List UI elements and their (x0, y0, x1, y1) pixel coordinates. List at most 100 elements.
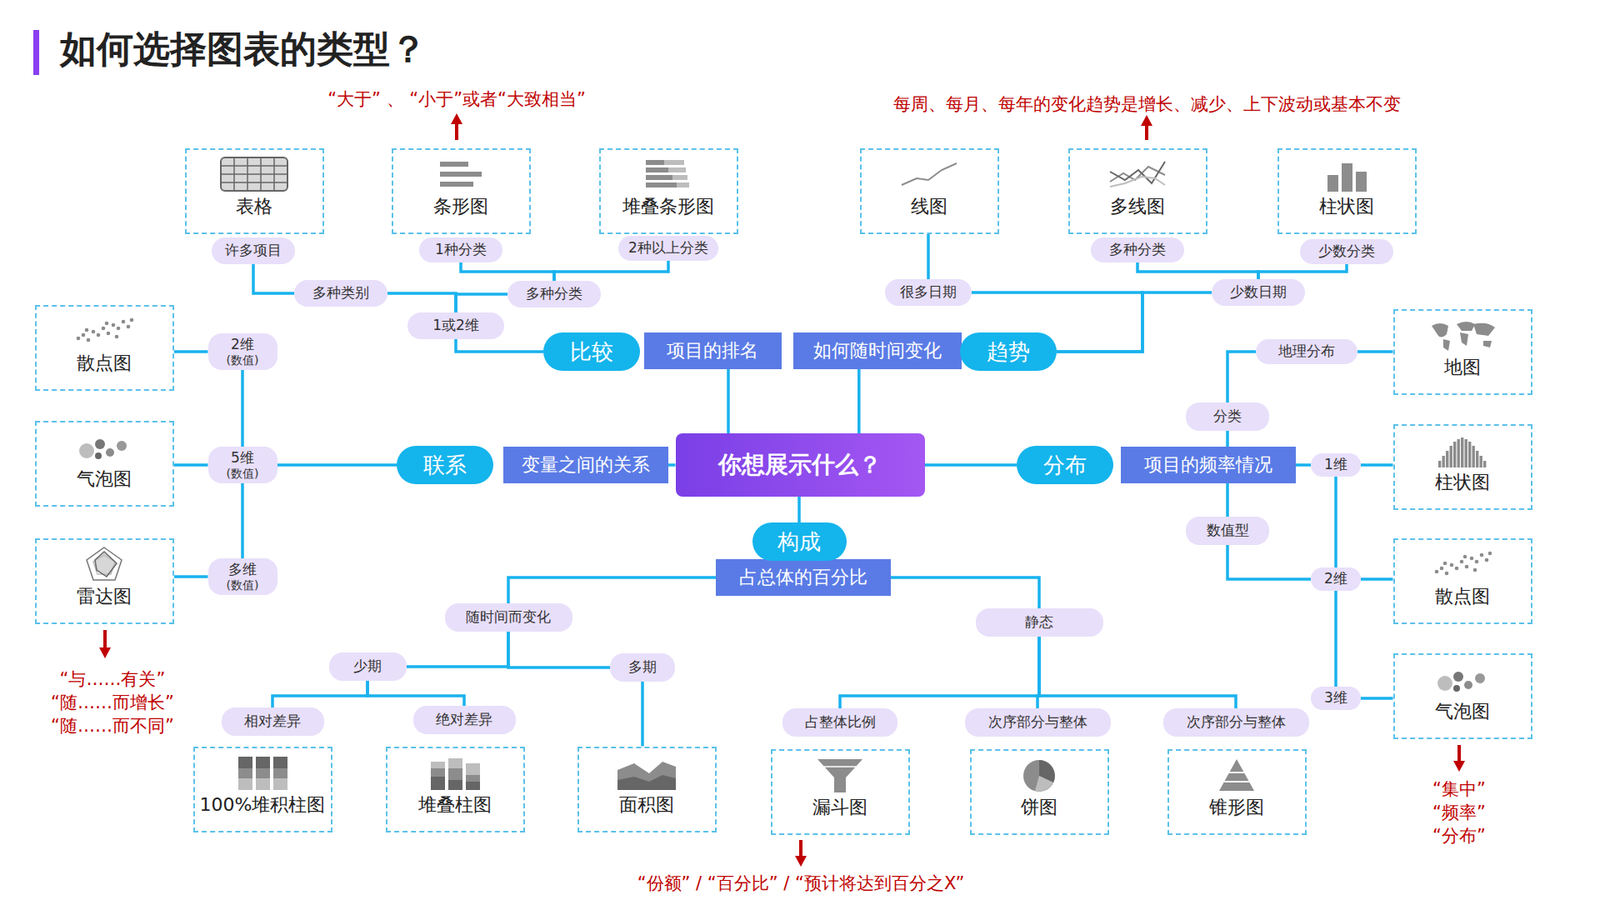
condition-pill: 少期 (329, 652, 407, 681)
node-text: 项目的频率情况 (1144, 452, 1273, 478)
condition-pill: 5维(数值) (208, 446, 278, 484)
chart-icon (609, 753, 685, 792)
chart-type-box: 散点图 (1393, 538, 1533, 625)
condition-pill: 相对差异 (221, 707, 325, 736)
category-pill: 分布 (1016, 445, 1114, 485)
condition-pill: 3维 (1310, 686, 1361, 710)
connector (925, 463, 1018, 467)
note-text: “频率” (1432, 800, 1486, 825)
node-text: 漏斗图 (812, 796, 868, 819)
chart-type-box: 散点图 (35, 305, 175, 391)
chart-type-box: 柱状图 (1393, 424, 1533, 510)
condition-pill: 2维(数值) (208, 333, 278, 370)
node-text: 散点图 (76, 352, 132, 375)
connector (174, 350, 209, 354)
connector (240, 483, 245, 559)
chart-icon (630, 155, 706, 194)
node-text: 多种分类 (525, 285, 583, 303)
node-text: 多维 (228, 561, 257, 579)
node-text: 绝对差异 (435, 711, 493, 729)
node-text: (数值) (226, 578, 260, 592)
topic-bar: 占总体的百分比 (715, 559, 891, 596)
node-text: 柱状图 (1319, 195, 1375, 218)
condition-pill: 随时间而变化 (445, 603, 573, 632)
node-text: 联系 (423, 450, 467, 480)
connector (508, 631, 610, 668)
note-text: “随……而增长” (50, 690, 175, 715)
node-text: 很多日期 (900, 284, 957, 301)
node-text: 线图 (910, 195, 948, 218)
node-text: 许多项目 (225, 242, 282, 260)
note-text: “大于” 、 “小于”或者“大致相当” (327, 87, 586, 111)
note-text: “分布” (1432, 824, 1486, 848)
node-text: 多种分类 (1109, 241, 1166, 259)
chart-icon (802, 755, 878, 795)
connector (460, 262, 555, 281)
node-text: 随时间而变化 (465, 609, 551, 626)
chart-icon (417, 753, 493, 792)
node-text: 次序部分与整体 (1186, 714, 1286, 731)
condition-pill: 1或2维 (407, 312, 505, 340)
chart-icon (1425, 660, 1500, 699)
condition-pill: 2维 (1310, 567, 1361, 591)
condition-pill: 次序部分与整体 (965, 708, 1111, 737)
condition-pill: 绝对差异 (413, 705, 516, 735)
chart-type-box: 堆叠条形图 (599, 148, 739, 235)
chart-icon (891, 155, 967, 194)
node-text: 3维 (1324, 690, 1348, 707)
connector (367, 680, 465, 706)
node-text: 1维 (1324, 456, 1348, 474)
node-text: 面积图 (619, 794, 675, 816)
connector (253, 264, 295, 294)
center-box: 你想展示什么？ (675, 433, 925, 497)
node-text: 占整体比例 (805, 714, 876, 731)
condition-pill: 很多日期 (885, 279, 972, 306)
node-text: (数值) (226, 466, 260, 480)
connector (668, 463, 676, 467)
condition-pill: 静态 (975, 608, 1104, 637)
chart-type-box: 面积图 (577, 746, 717, 833)
node-text: 少期 (353, 658, 382, 675)
condition-pill: 占整体比例 (782, 708, 898, 737)
node-text: 地理分布 (1278, 343, 1335, 360)
condition-pill: 多种分类 (1090, 237, 1185, 263)
connector (1225, 483, 1230, 517)
node-text: 趋势 (986, 337, 1030, 367)
node-text: 项目的排名 (666, 338, 759, 364)
condition-pill: 多种分类 (507, 280, 601, 308)
node-text: 多线图 (1110, 195, 1165, 218)
connector (1334, 590, 1338, 687)
category-pill: 比较 (543, 332, 640, 371)
node-text: 构成 (777, 527, 821, 557)
chart-type-box: 雷达图 (35, 538, 175, 625)
node-text: 数值型 (1206, 522, 1250, 540)
condition-pill: 数值型 (1185, 516, 1270, 545)
condition-pill: 少数日期 (1211, 279, 1305, 306)
title-bar (33, 30, 40, 75)
condition-pill: 许多项目 (211, 237, 295, 265)
topic-bar: 项目的频率情况 (1120, 446, 1296, 484)
connector (1225, 430, 1230, 447)
node-text: 堆叠柱图 (418, 794, 492, 816)
note-text: “份额” / “百分比” / “预计将达到百分之X” (637, 871, 965, 895)
node-text: 多期 (628, 659, 657, 676)
node-text: 分类 (1213, 408, 1242, 425)
chart-type-box: 多线图 (1068, 148, 1208, 235)
node-text: 地图 (1444, 356, 1481, 379)
connector (640, 681, 645, 747)
node-text: 你想展示什么？ (718, 449, 882, 481)
connector (840, 636, 1040, 709)
connector (926, 234, 930, 280)
chart-icon (1425, 315, 1500, 355)
connector (508, 577, 716, 604)
node-text: 静态 (1025, 614, 1054, 631)
connector (1258, 264, 1347, 280)
node-text: 少数分类 (1318, 243, 1375, 260)
chart-icon (1309, 155, 1385, 194)
node-text: 1种分类 (435, 241, 487, 259)
node-text: 2维 (1324, 570, 1348, 588)
condition-pill: 1维 (1310, 453, 1361, 477)
connector (1357, 350, 1394, 354)
chart-type-box: 100%堆积柱图 (193, 746, 333, 833)
connector (455, 339, 544, 352)
